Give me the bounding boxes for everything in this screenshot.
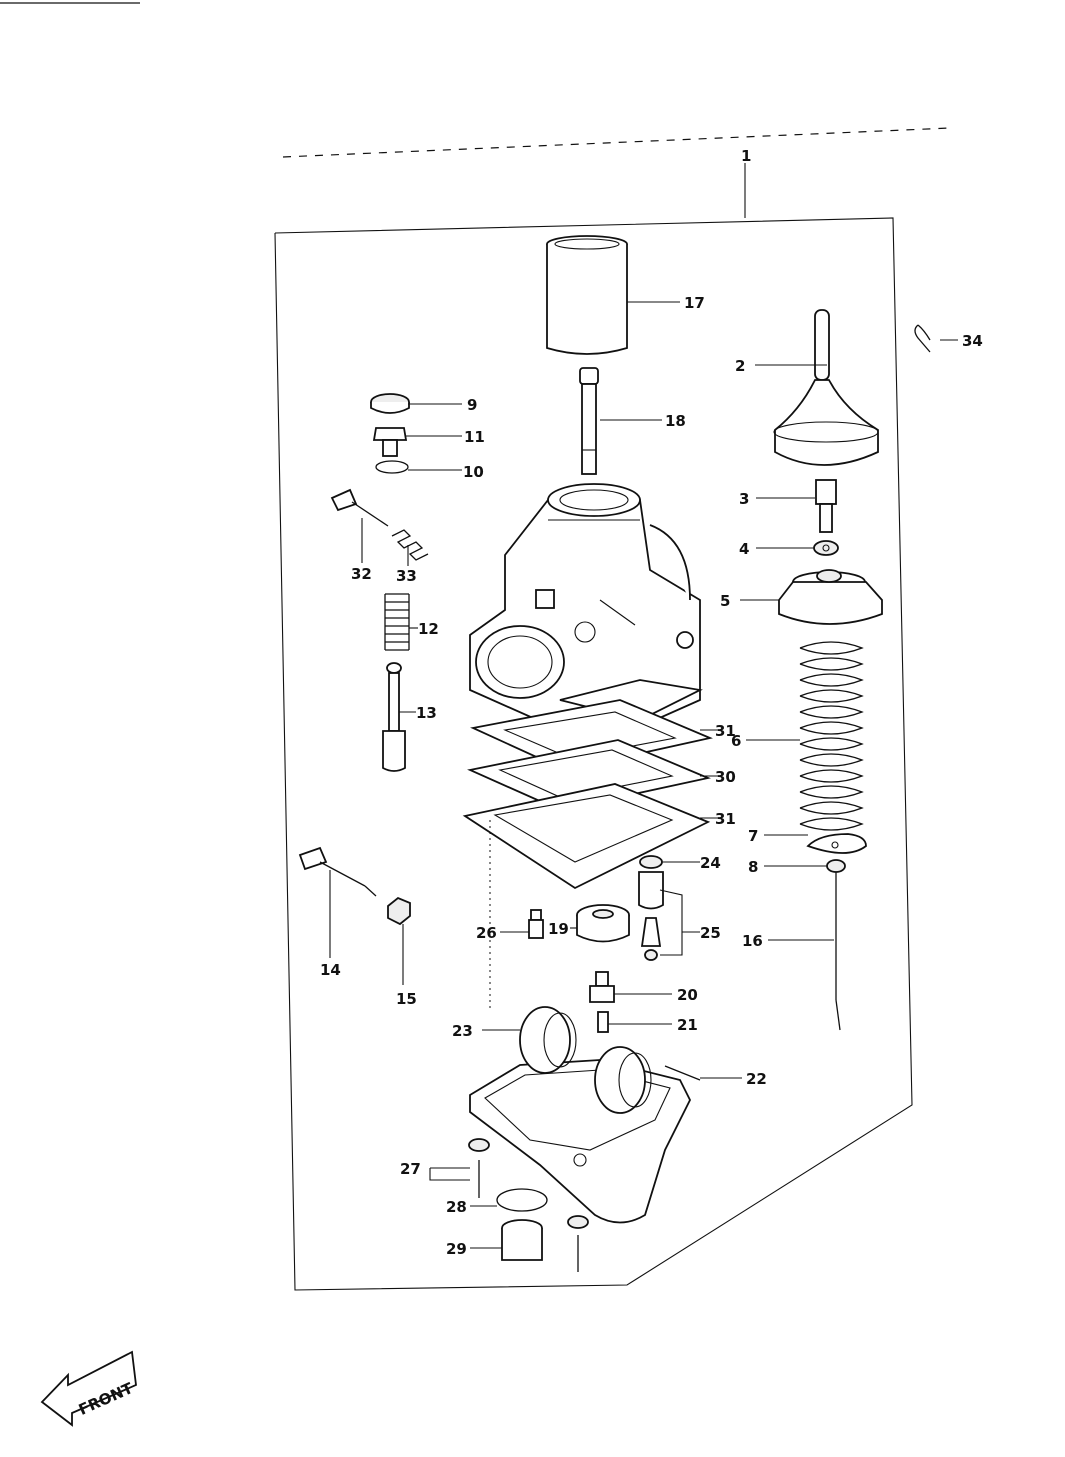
cap-part	[370, 393, 410, 414]
jet-needle-part	[835, 872, 841, 1031]
callout-21: 21	[677, 1016, 698, 1034]
front-arrow: FRONT	[40, 1350, 137, 1427]
needle-jet-small-part	[597, 1011, 609, 1033]
callout-10: 10	[463, 463, 484, 481]
callout-5: 5	[720, 592, 730, 610]
throttle-stop-screw-part	[298, 846, 377, 897]
callout-20: 20	[677, 986, 698, 1004]
callout-7: 7	[748, 827, 758, 845]
callout-1: 1	[741, 147, 751, 165]
callout-30: 30	[715, 768, 736, 786]
float-part	[519, 1006, 652, 1114]
needle-jet-part	[579, 367, 599, 475]
callout-29: 29	[446, 1240, 467, 1258]
float-bowl-part	[469, 1059, 692, 1224]
starter-plunger-part	[382, 662, 406, 772]
callout-19: 19	[548, 920, 569, 938]
callout-labels: 1 2 3 4 5 6 7 8 9 10 11 12 13 14 15 16 1…	[320, 147, 983, 1258]
callout-18: 18	[665, 412, 686, 430]
callout-31-lower: 31	[715, 810, 736, 828]
stop-nut-part	[387, 896, 411, 926]
float-pin-part	[664, 1065, 701, 1081]
pilot-screw-part	[330, 488, 389, 527]
bowl-screw-part	[468, 1138, 589, 1272]
callout-9: 9	[467, 396, 477, 414]
callout-22: 22	[746, 1070, 767, 1088]
callout-11: 11	[464, 428, 485, 446]
needle-plate-part	[806, 833, 867, 854]
callout-17: 17	[684, 294, 705, 312]
cable-adjuster-part	[815, 479, 837, 533]
mixing-chamber-top-part	[773, 309, 879, 466]
callout-2: 2	[735, 357, 745, 375]
callout-12: 12	[418, 620, 439, 638]
float-valve-part	[638, 871, 664, 961]
carburetor-body-part	[469, 483, 703, 741]
baffle-part	[576, 904, 630, 943]
mixing-chamber-cap-part	[778, 569, 883, 625]
callout-33: 33	[396, 567, 417, 585]
gasket-upper-part	[470, 699, 713, 771]
callout-3: 3	[739, 490, 749, 508]
gasket-lower-part	[462, 783, 711, 890]
pilot-jet-part	[589, 971, 615, 1003]
callout-28: 28	[446, 1198, 467, 1216]
callout-6: 6	[731, 732, 741, 750]
callout-25: 25	[700, 924, 721, 942]
starter-spring-part	[384, 593, 410, 651]
lock-nut-part	[813, 540, 839, 556]
throttle-spring-part	[799, 641, 864, 831]
plug-part	[372, 427, 408, 457]
retaining-clip-part	[914, 324, 931, 353]
callout-8: 8	[748, 858, 758, 876]
assembly-outline	[274, 127, 951, 1291]
callout-4: 4	[739, 540, 749, 558]
callout-32: 32	[351, 565, 372, 583]
seat-washer-part	[639, 855, 663, 869]
main-jet-part	[528, 909, 544, 939]
drain-plug-part	[501, 1219, 543, 1261]
callout-26: 26	[476, 924, 497, 942]
callout-31-upper: 31	[715, 722, 736, 740]
leader-lines	[329, 301, 958, 1249]
small-spring-part	[391, 529, 429, 561]
callout-16: 16	[742, 932, 763, 950]
callout-13: 13	[416, 704, 437, 722]
callout-14: 14	[320, 961, 341, 979]
o-ring-part	[375, 460, 409, 474]
float-chamber-gasket-part	[467, 739, 711, 811]
callout-34: 34	[962, 332, 983, 350]
throttle-slide-part	[546, 235, 628, 355]
callout-23: 23	[452, 1022, 473, 1040]
needle-clip-part	[826, 859, 846, 873]
drain-gasket-part	[496, 1188, 548, 1212]
callout-15: 15	[396, 990, 417, 1008]
callout-24: 24	[700, 854, 721, 872]
callout-27: 27	[400, 1160, 421, 1178]
